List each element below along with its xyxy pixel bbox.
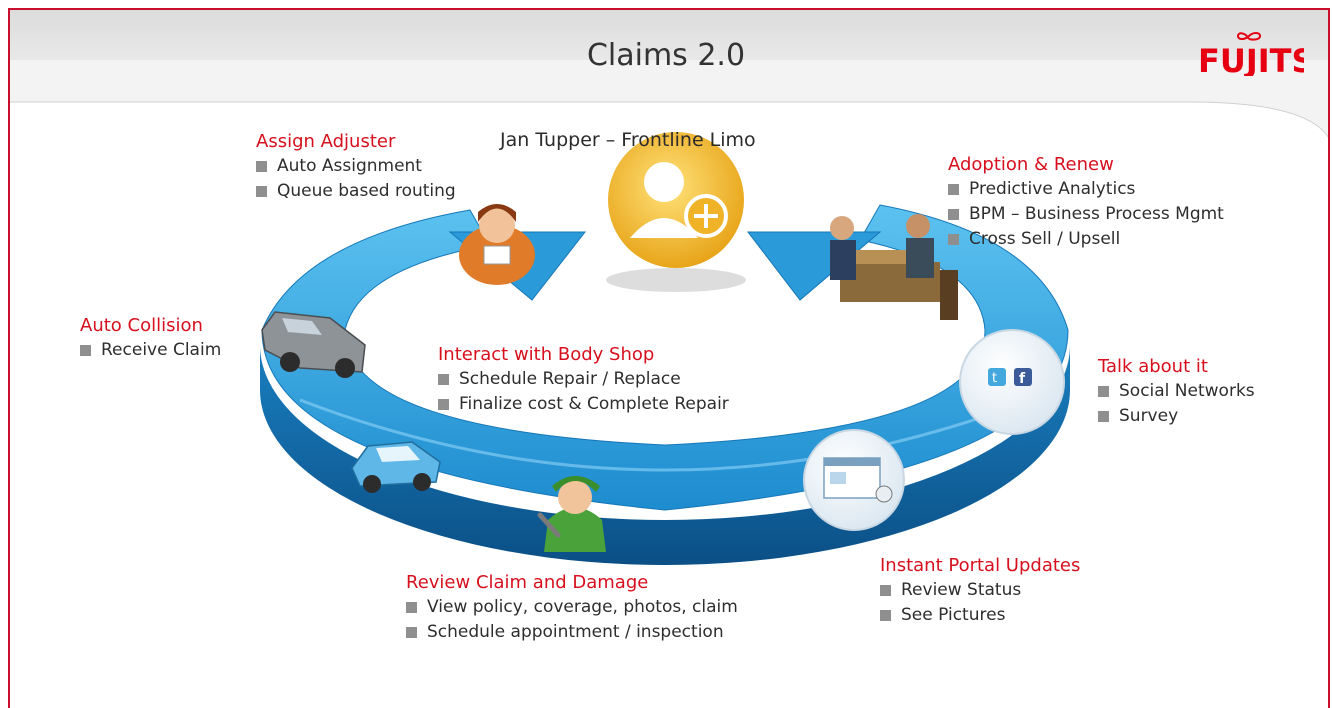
list-item: See Pictures xyxy=(880,603,1080,628)
svg-text:t: t xyxy=(992,371,997,386)
list-item: BPM – Business Process Mgmt xyxy=(948,202,1224,227)
bullet-icon xyxy=(256,186,267,197)
body-shop-block: Interact with Body Shop Schedule Repair … xyxy=(438,343,729,417)
talk-about-it-title: Talk about it xyxy=(1098,356,1208,377)
auto-collision-title: Auto Collision xyxy=(80,315,203,336)
social-media-icon: t f xyxy=(959,329,1065,435)
list-item: View policy, coverage, photos, claim xyxy=(406,595,738,620)
bullet-icon xyxy=(948,234,959,245)
bullet-icon xyxy=(406,627,417,638)
assign-adjuster-title: Assign Adjuster xyxy=(256,131,396,152)
fujitsu-logo: FUJITSU xyxy=(1198,32,1304,76)
assign-adjuster-block: Assign Adjuster Auto Assignment Queue ba… xyxy=(256,130,456,204)
adoption-renew-title: Adoption & Renew xyxy=(948,154,1114,175)
bullet-icon xyxy=(80,345,91,356)
portal-updates-block: Instant Portal Updates Review Status See… xyxy=(880,554,1080,628)
fujitsu-infinity-logo-icon xyxy=(1236,32,1262,41)
user-add-icon xyxy=(606,132,746,292)
bullet-icon xyxy=(438,374,449,385)
list-item: Finalize cost & Complete Repair xyxy=(438,392,729,417)
adjuster-person-icon xyxy=(459,204,535,285)
bullet-icon xyxy=(1098,411,1109,422)
list-item: Review Status xyxy=(880,578,1080,603)
auto-collision-block: Auto Collision Receive Claim xyxy=(80,314,221,363)
bullet-icon xyxy=(256,161,267,172)
bullet-icon xyxy=(1098,386,1109,397)
business-meeting-icon xyxy=(830,214,958,320)
bullet-icon xyxy=(406,602,417,613)
bullet-icon xyxy=(948,209,959,220)
bullet-icon xyxy=(880,585,891,596)
logo-text: FUJITSU xyxy=(1198,42,1304,76)
adoption-renew-block: Adoption & Renew Predictive Analytics BP… xyxy=(948,153,1224,252)
web-portal-icon xyxy=(803,429,905,531)
bullet-icon xyxy=(880,610,891,621)
review-claim-title: Review Claim and Damage xyxy=(406,572,649,593)
slide-title: Claims 2.0 xyxy=(586,38,746,73)
list-item: Schedule appointment / inspection xyxy=(406,620,738,645)
review-claim-block: Review Claim and Damage View policy, cov… xyxy=(406,571,738,645)
slide-frame xyxy=(8,8,1330,708)
talk-about-it-block: Talk about it Social Networks Survey xyxy=(1098,355,1255,429)
portal-updates-title: Instant Portal Updates xyxy=(880,555,1081,576)
list-item: Cross Sell / Upsell xyxy=(948,227,1224,252)
list-item: Schedule Repair / Replace xyxy=(438,367,729,392)
bullet-icon xyxy=(948,184,959,195)
list-item: Receive Claim xyxy=(80,338,221,363)
mechanic-icon xyxy=(537,476,606,552)
wrecked-car-icon xyxy=(261,311,366,378)
repaired-car-icon xyxy=(351,441,441,493)
list-item: Auto Assignment xyxy=(256,154,456,179)
list-item: Predictive Analytics xyxy=(948,177,1224,202)
list-item: Queue based routing xyxy=(256,179,456,204)
header-curve xyxy=(10,60,1330,141)
list-item: Social Networks xyxy=(1098,379,1255,404)
list-item: Survey xyxy=(1098,404,1255,429)
body-shop-title: Interact with Body Shop xyxy=(438,344,655,365)
svg-text:f: f xyxy=(1019,371,1026,387)
center-person-name: Jan Tupper – Frontline Limo xyxy=(500,129,756,151)
bullet-icon xyxy=(438,399,449,410)
